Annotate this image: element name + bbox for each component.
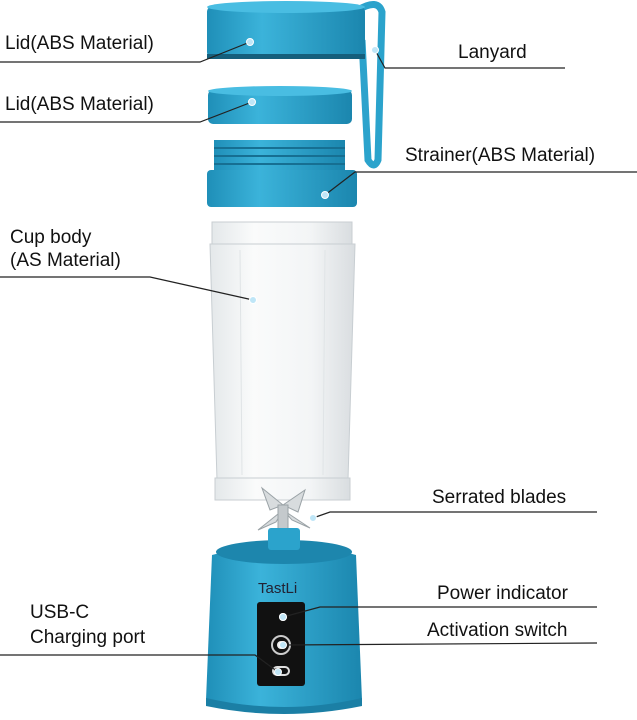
- label-activation-switch: Activation switch: [427, 620, 568, 641]
- callout-dots: [246, 38, 379, 676]
- label-cup-body-2: (AS Material): [10, 250, 121, 271]
- top-lid: [207, 1, 365, 59]
- motor-base: [206, 528, 362, 714]
- leader-lines: [0, 41, 637, 673]
- label-serrated-blades: Serrated blades: [432, 487, 567, 508]
- lanyard-strap: [356, 1, 386, 169]
- label-strainer: Strainer(ABS Material): [405, 145, 596, 166]
- cup-body: [209, 221, 356, 501]
- label-lid-second: Lid(ABS Material): [5, 94, 154, 115]
- label-power-indicator: Power indicator: [437, 583, 568, 604]
- label-usb-c-2: Charging port: [30, 627, 146, 648]
- label-lid-top: Lid(ABS Material): [5, 33, 154, 54]
- usb-c-port: [272, 666, 290, 676]
- label-cup-body-1: Cup body: [10, 227, 92, 248]
- brand-logo: TastLi: [258, 580, 297, 597]
- label-usb-c-1: USB-C: [30, 602, 90, 623]
- second-lid: [208, 86, 352, 124]
- label-lanyard: Lanyard: [458, 42, 527, 63]
- serrated-blades: [257, 486, 311, 536]
- strainer: [207, 140, 357, 207]
